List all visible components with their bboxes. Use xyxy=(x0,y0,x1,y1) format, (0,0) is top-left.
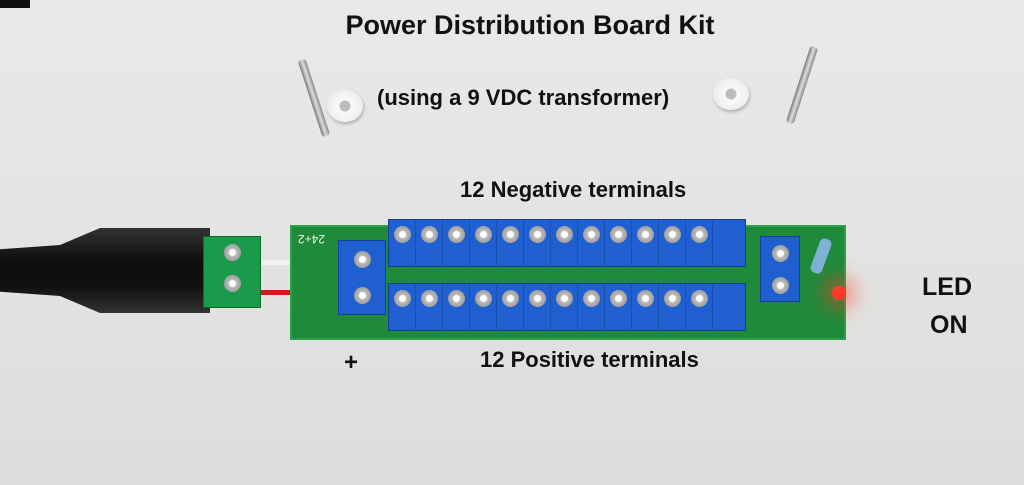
terminal xyxy=(632,284,659,330)
positive-terminals-label: 12 Positive terminals xyxy=(480,347,699,372)
washer-right xyxy=(713,78,749,110)
terminal xyxy=(578,284,605,330)
terminal xyxy=(443,284,470,330)
terminal xyxy=(497,284,524,330)
screw-head-icon xyxy=(474,290,492,307)
positive-terminal-row xyxy=(388,283,746,331)
terminal xyxy=(416,220,443,266)
screw-head-icon xyxy=(636,290,654,307)
screw-head-icon xyxy=(420,226,438,243)
terminal xyxy=(686,284,713,330)
terminal xyxy=(524,284,551,330)
terminal xyxy=(470,284,497,330)
screw-head-icon xyxy=(501,226,519,243)
terminal xyxy=(551,220,578,266)
led-label: LED xyxy=(922,273,972,301)
terminal xyxy=(686,220,713,266)
led-terminal-block xyxy=(760,236,800,302)
terminal xyxy=(389,220,416,266)
screw-head-icon xyxy=(528,226,546,243)
screw-right xyxy=(785,45,819,125)
screw-head-icon xyxy=(447,290,465,307)
terminal xyxy=(632,220,659,266)
screw-head-icon xyxy=(555,290,573,307)
terminal xyxy=(551,284,578,330)
screw-head-icon xyxy=(636,226,654,243)
screw-head-icon xyxy=(474,226,492,243)
terminal xyxy=(416,284,443,330)
screw-head-icon xyxy=(609,290,627,307)
terminal xyxy=(605,284,632,330)
negative-terminals-label: 12 Negative terminals xyxy=(460,177,687,202)
dc-jack-plug xyxy=(0,228,210,313)
screw-head-icon xyxy=(528,290,546,307)
screw-left xyxy=(297,58,331,138)
jack-terminal-block xyxy=(203,236,261,308)
screw-head-icon xyxy=(555,226,573,243)
terminal xyxy=(389,284,416,330)
washer-left xyxy=(327,90,363,122)
negative-terminal-row xyxy=(388,219,746,267)
on-label: ON xyxy=(930,311,968,339)
terminal xyxy=(659,220,686,266)
terminal xyxy=(443,220,470,266)
terminal xyxy=(470,220,497,266)
screw-head-icon xyxy=(663,290,681,307)
screw-head-icon xyxy=(393,290,411,307)
screw-head-icon xyxy=(582,226,600,243)
plus-sign: + xyxy=(344,349,359,376)
screw-head-icon xyxy=(690,226,708,243)
screw-head-icon xyxy=(663,226,681,243)
pcb-silkscreen: 24+2 xyxy=(298,232,326,246)
minus-sign: − xyxy=(0,0,30,8)
screw-head-icon xyxy=(690,290,708,307)
photo-subtitle: (using a 9 VDC transformer) xyxy=(377,85,670,110)
photo-title: Power Distribution Board Kit xyxy=(345,10,715,40)
screw-head-icon xyxy=(501,290,519,307)
terminal xyxy=(578,220,605,266)
screw-head-icon xyxy=(393,226,411,243)
terminal xyxy=(524,220,551,266)
input-terminal-block xyxy=(338,240,386,315)
screw-head-icon xyxy=(582,290,600,307)
led-light xyxy=(832,286,846,300)
screw-head-icon xyxy=(420,290,438,307)
screw-head-icon xyxy=(609,226,627,243)
terminal xyxy=(497,220,524,266)
terminal xyxy=(659,284,686,330)
terminal xyxy=(605,220,632,266)
screw-head-icon xyxy=(447,226,465,243)
